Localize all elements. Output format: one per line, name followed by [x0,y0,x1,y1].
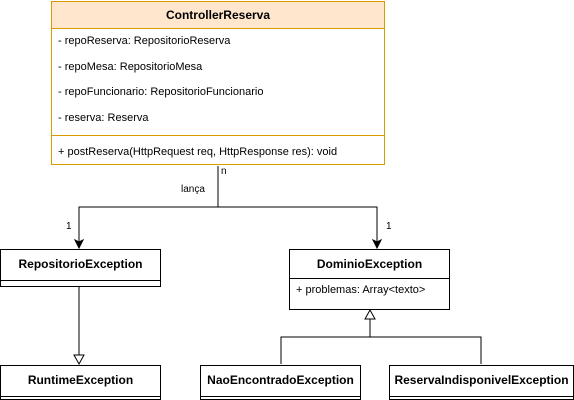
member-separator [390,396,573,397]
member-separator [201,396,360,397]
method-post-reserva: + postReserva(HttpRequest req, HttpRespo… [58,146,338,158]
throws-edge-to-dominio [218,206,377,248]
attribute-reserva: - reserva: Reserva [58,112,149,124]
attribute-repo-mesa: - repoMesa: RepositorioMesa [58,61,203,73]
attribute-problemas: + problemas: Array<texto> [296,284,426,296]
class-controller-reserva[interactable]: ControllerReserva - repoReserva: Reposit… [51,1,385,165]
multiplicity-target-right: 1 [386,221,392,232]
class-name: NaoEncontradoException [207,373,354,387]
multiplicity-target-left: 1 [66,221,72,232]
class-name: ReservaIndisponivelException [394,373,569,387]
class-runtime-exception[interactable]: RuntimeException [0,365,161,400]
class-name: DominioException [316,257,423,271]
member-separator [52,135,384,136]
class-name: ControllerReserva [165,8,271,22]
member-separator [1,280,160,281]
member-separator [290,278,449,279]
member-separator [1,396,160,397]
inherit-reservaindisponivel-dominio [370,336,482,364]
attribute-repo-reserva: - repoReserva: RepositorioReserva [58,35,231,47]
class-dominio-exception[interactable]: DominioException + problemas: Array<text… [289,249,450,310]
class-name: RuntimeException [27,373,134,387]
multiplicity-source: n [221,166,227,177]
class-reserva-indisponivel-exception[interactable]: ReservaIndisponivelException [389,365,574,400]
inherit-naoencontrado-dominio [280,336,370,364]
edge-label-lanca: lança [181,184,205,195]
class-body: - repoReserva: RepositorioReserva - repo… [52,28,384,164]
throws-edge-to-repositorio [79,206,218,248]
attribute-repo-funcionario: - repoFuncionario: RepositorioFuncionari… [58,86,264,98]
class-name: RepositorioException [18,257,143,271]
class-repositorio-exception[interactable]: RepositorioException [0,249,161,287]
class-nao-encontrado-exception[interactable]: NaoEncontradoException [200,365,361,400]
